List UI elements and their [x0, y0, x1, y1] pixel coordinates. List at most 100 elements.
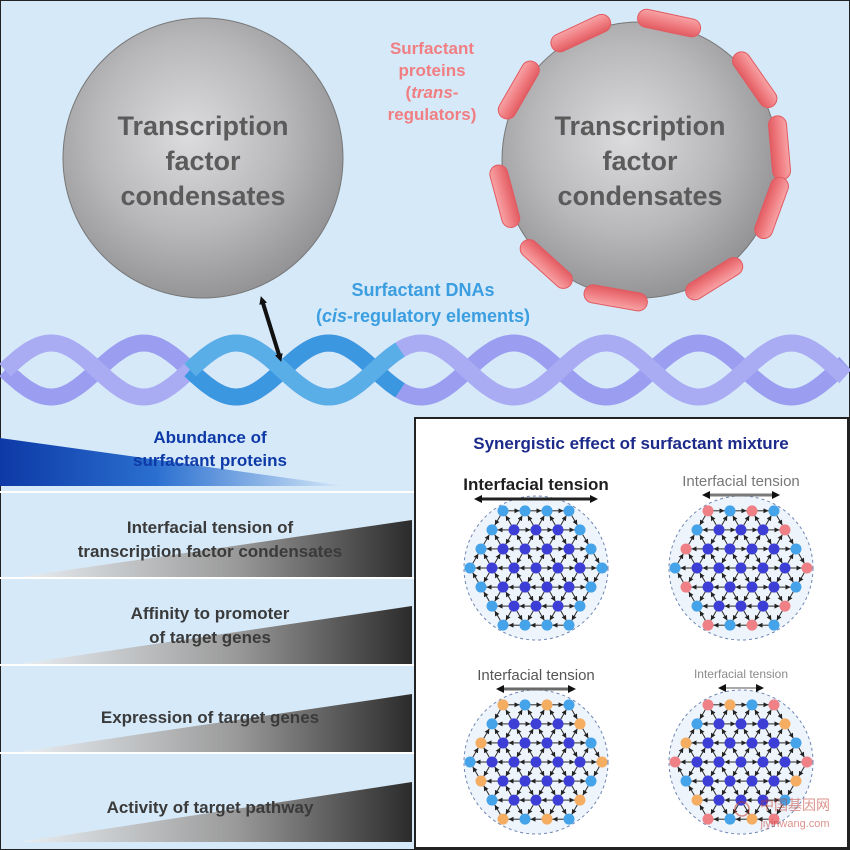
lattice-bond: [593, 572, 600, 583]
lattice-bond: [721, 572, 728, 583]
surfactant-protein-pill: [489, 164, 521, 228]
lattice-bond: [483, 766, 490, 777]
surfactant-protein-pill: [754, 176, 789, 240]
lattice-node-outer: [497, 505, 509, 517]
lattice-node-outer: [746, 813, 758, 825]
trans-italic: trans: [411, 83, 453, 102]
lattice-bond: [743, 728, 750, 739]
synergy-panel-title: Synergistic effect of surfactant mixture: [473, 434, 789, 453]
lattice-node-inner: [713, 562, 725, 574]
lattice-bond: [677, 747, 684, 758]
lattice-bond: [494, 709, 501, 720]
lattice-node-inner: [552, 600, 564, 612]
lattice-node-inner: [724, 543, 736, 555]
lattice-node-inner: [497, 775, 509, 787]
lattice-node-inner: [713, 524, 725, 536]
lattice-bond: [516, 747, 523, 758]
lattice-bond: [743, 785, 750, 796]
lattice-node-outer: [768, 619, 780, 631]
lattice-node-inner: [713, 794, 725, 806]
lattice-bond: [732, 572, 739, 583]
dna-strand-a: [0, 334, 850, 406]
trend-4-line1: Activity of target pathway: [107, 798, 314, 817]
lattice-bond: [571, 534, 578, 545]
lattice-node-inner: [519, 581, 531, 593]
lattice-bond: [798, 553, 805, 564]
condensate-left: Transcription factor condensates: [62, 17, 344, 299]
lattice-bond: [527, 553, 534, 564]
lattice-node-outer: [541, 619, 553, 631]
lattice-node-inner: [541, 737, 553, 749]
lattice-bond: [776, 709, 783, 720]
lattice-bond: [505, 610, 512, 621]
lattice-bond: [732, 610, 739, 621]
lattice-bond: [754, 534, 761, 545]
dna-cis-element-b: [184, 334, 405, 406]
lattice-bond: [560, 553, 567, 564]
trend-3-line1: Expression of target genes: [101, 708, 319, 727]
lattice-bond: [494, 610, 501, 621]
lattice-bond: [721, 785, 728, 796]
lattice-bond: [505, 785, 512, 796]
lattice-node-inner: [713, 600, 725, 612]
lattice-node-outer: [702, 619, 714, 631]
lattice-bond: [743, 572, 750, 583]
lattice-node-inner: [713, 718, 725, 730]
lattice-bond: [516, 553, 523, 564]
tension-label-1: Interfacial tension: [463, 475, 608, 494]
lattice-bond: [699, 747, 706, 758]
lattice-bond: [505, 709, 512, 720]
lattice-bond: [582, 728, 589, 739]
lattice-bond: [677, 572, 684, 583]
lattice-node-inner: [735, 756, 747, 768]
lattice-bond: [483, 785, 490, 796]
lattice-bond: [710, 804, 717, 815]
lattice-bond: [688, 534, 695, 545]
lattice-bond: [721, 728, 728, 739]
lattice-bond: [571, 709, 578, 720]
lattice-bond: [560, 785, 567, 796]
lattice-bond: [710, 728, 717, 739]
lattice-bond: [699, 728, 706, 739]
lattice-bond: [721, 709, 728, 720]
watermark-logo-icon: [734, 801, 750, 817]
lattice-bond: [494, 591, 501, 602]
lattice-node-inner: [486, 562, 498, 574]
lattice-node-outer: [497, 813, 509, 825]
watermark-line2: jiyinwang.com: [759, 818, 829, 830]
lattice-bond: [560, 728, 567, 739]
lattice-node-inner: [519, 775, 531, 787]
lattice-node-outer: [768, 813, 780, 825]
lattice-node-inner: [508, 600, 520, 612]
lattice-node-outer: [669, 756, 681, 768]
lattice-bond: [688, 728, 695, 739]
lattice-bond: [538, 785, 545, 796]
lattice-bond: [721, 610, 728, 621]
lattice-bond: [743, 709, 750, 720]
tension-label-2: Interfacial tension: [682, 473, 800, 490]
lattice-bond: [688, 747, 695, 758]
lattice-node-inner: [746, 737, 758, 749]
lattice-bond: [776, 534, 783, 545]
lattice-bond: [527, 804, 534, 815]
lattice-node-inner: [735, 562, 747, 574]
lattice-node-inner: [779, 562, 791, 574]
lattice-bond: [538, 591, 545, 602]
lattice-node-inner: [530, 718, 542, 730]
surfactant-proteins-line4: regulators): [388, 105, 477, 124]
lattice-bond: [732, 785, 739, 796]
lattice-bond: [494, 553, 501, 564]
lattice-bond: [571, 747, 578, 758]
trend-row-4: Activity of target pathway: [0, 752, 414, 842]
lattice-node-inner: [497, 737, 509, 749]
lattice-bond: [677, 553, 684, 564]
lattice-bond: [571, 785, 578, 796]
lattice-bond: [754, 572, 761, 583]
lattice-node-outer: [779, 600, 791, 612]
lattice-node-outer: [724, 813, 736, 825]
lattice-bond: [472, 766, 479, 777]
lattice-bond: [776, 515, 783, 526]
condensate-left-line1: Transcription: [117, 111, 288, 141]
lattice-bond: [743, 553, 750, 564]
lattice-bond: [560, 709, 567, 720]
